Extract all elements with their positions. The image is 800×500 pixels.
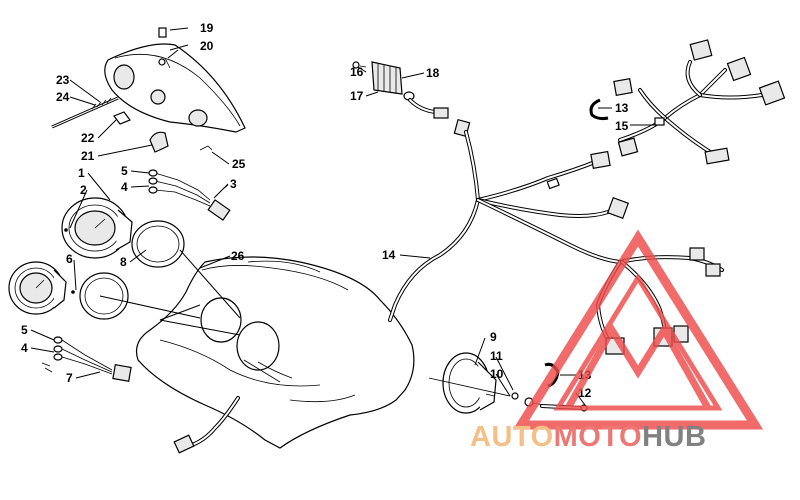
callout-7: 7 [66, 371, 73, 385]
callout-19: 19 [200, 21, 214, 35]
instrument-console [135, 256, 415, 449]
callout-13-upper: 13 [615, 101, 629, 115]
watermark-hub: HUB [642, 421, 706, 453]
callout-24: 24 [56, 90, 70, 104]
callout-1: 1 [78, 166, 85, 180]
bulb [113, 111, 131, 125]
callout-20: 20 [200, 39, 214, 53]
speedometer-gauge [61, 197, 133, 259]
upper-harness [613, 39, 786, 165]
leader-lines [30, 27, 660, 406]
headlight-screw [158, 27, 167, 66]
callout-16: 16 [350, 65, 364, 79]
callout-6: 6 [66, 252, 73, 266]
callout-21: 21 [81, 149, 95, 163]
watermark-text: AUTOMOTOHUB [470, 421, 706, 453]
callout-11: 11 [490, 349, 503, 363]
watermark-logo: AUTOMOTOHUB [470, 229, 764, 453]
callout-25: 25 [232, 157, 246, 171]
gauge-bezel-ring-lower [79, 272, 129, 320]
callout-9: 9 [490, 330, 497, 344]
watermark-moto: MOTO [554, 421, 642, 453]
tachometer-gauge [8, 261, 75, 315]
callout-4-lower: 4 [21, 341, 28, 355]
callout-5-upper: 5 [121, 164, 128, 178]
retaining-ring-upper [589, 98, 609, 121]
callout-labels: 19 20 23 24 22 21 25 1 2 5 4 3 8 26 6 5 … [21, 21, 629, 400]
console-lower-connector [173, 396, 240, 454]
regulator-wire [408, 98, 471, 138]
callout-15: 15 [615, 119, 629, 133]
main-wiring-harness [388, 130, 630, 322]
watermark-triangle-icon [512, 229, 764, 430]
clip [199, 145, 213, 151]
bulb-socket-boot [149, 131, 169, 153]
voltage-regulator [352, 61, 415, 101]
callout-4-upper: 4 [121, 180, 128, 194]
watermark-auto: AUTO [470, 421, 554, 453]
callout-3: 3 [230, 177, 237, 191]
callout-10: 10 [490, 367, 504, 381]
indicator-light-housing [442, 352, 497, 414]
pigtail-harness-lower [41, 336, 132, 382]
callout-17: 17 [350, 89, 364, 103]
callout-14: 14 [382, 248, 396, 262]
callout-8: 8 [120, 255, 127, 269]
headlight-housing [104, 43, 246, 133]
callout-5-lower: 5 [21, 323, 28, 337]
callout-22: 22 [81, 131, 95, 145]
callout-23: 23 [56, 73, 70, 87]
callout-18: 18 [426, 66, 440, 80]
adjuster-screw [51, 96, 119, 129]
gauge-bezel-ring-upper [131, 220, 185, 268]
callout-2: 2 [80, 183, 87, 197]
callout-26: 26 [231, 249, 245, 263]
pigtail-harness-upper [148, 169, 231, 221]
